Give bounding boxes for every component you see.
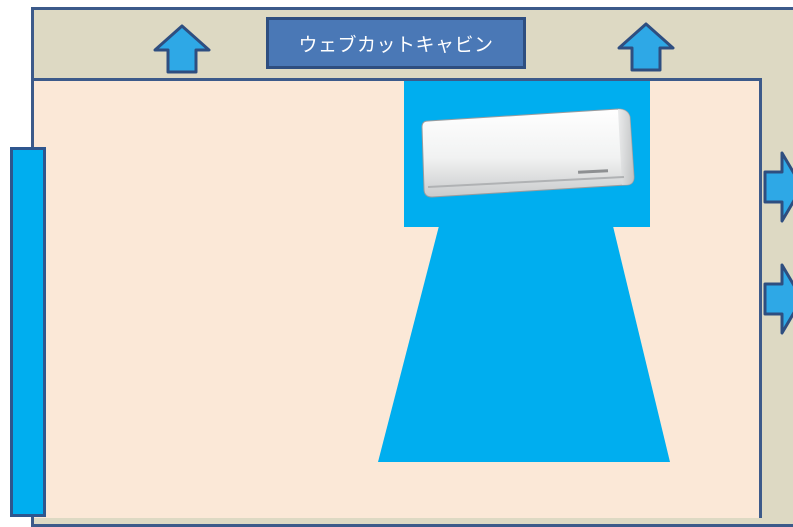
air-curtain-bar bbox=[10, 147, 46, 517]
airflow-cone bbox=[378, 222, 670, 462]
airflow-beam bbox=[378, 222, 670, 462]
arrow-right-icon bbox=[763, 151, 793, 223]
air-conditioner-icon bbox=[421, 108, 635, 198]
cabin-diagram: ウェブカットキャビン bbox=[10, 7, 793, 527]
cabin-label: ウェブカットキャビン bbox=[298, 33, 494, 56]
arrow-up-icon bbox=[153, 24, 211, 74]
arrow-up-icon bbox=[617, 22, 675, 72]
cabin-label-box: ウェブカットキャビン bbox=[266, 17, 526, 69]
arrow-right-icon bbox=[763, 263, 793, 335]
